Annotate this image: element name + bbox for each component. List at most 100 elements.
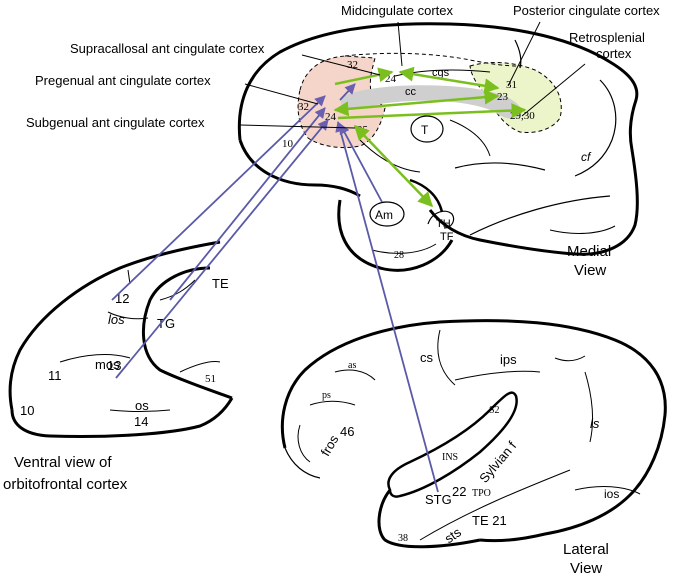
medial-sulcus-2 <box>514 39 522 69</box>
area-10-ventral-label: 10 <box>20 403 34 418</box>
lateral-view-title-2: View <box>570 560 602 576</box>
tg-line <box>159 279 196 301</box>
area-14-label: 14 <box>134 414 148 429</box>
los-label: los <box>108 312 125 327</box>
medial-sulcus-6 <box>549 225 616 234</box>
fros-label: fros <box>318 432 342 459</box>
blue-arrow-12-to-pregenual <box>111 95 326 301</box>
cs-label: cs <box>420 350 434 365</box>
midcingulate-title: Midcingulate cortex <box>341 3 453 18</box>
medial-sulcus-1 <box>454 162 546 171</box>
leader-midcingulate <box>397 21 403 67</box>
te21-label: TE 21 <box>472 513 507 528</box>
ventral-view-title-2: orbitofrontal cortex <box>3 476 128 493</box>
blue-arrow-amygdala-to-24 <box>339 123 383 203</box>
medial-temporal-inner <box>409 178 444 213</box>
blue-arrow-tg-to-subgenual <box>169 107 326 301</box>
ls-label: ls <box>590 416 600 431</box>
area-28-label: 28 <box>394 250 404 261</box>
ls-line <box>584 371 593 443</box>
tg-label: TG <box>157 316 175 331</box>
medial-temporal-lobe <box>337 199 454 272</box>
cf-label: cf <box>581 150 592 164</box>
sylvian-label: Sylvian f <box>476 438 519 486</box>
green-arrow-25-to-th <box>353 124 434 208</box>
as-line <box>334 369 376 381</box>
area-13-label: 13 <box>107 358 121 373</box>
medial-sulcus-4 <box>359 139 421 173</box>
sts-line <box>419 469 571 541</box>
sylvian-fissure <box>387 391 518 498</box>
connections <box>111 66 527 493</box>
green-arrow-subgenual-to-retrosplenial <box>337 103 527 120</box>
th-label: TH <box>436 218 451 230</box>
lateral-temporal <box>377 489 481 549</box>
area-31-label: 31 <box>506 79 517 91</box>
ventral-outline <box>8 240 221 411</box>
ventral-view: 12 los TG TE mos 13 11 51 os 14 10 <box>8 240 234 439</box>
area-32-top-label: 32 <box>347 59 358 71</box>
area-11-label: 11 <box>48 368 62 383</box>
amygdala-label: Am <box>375 208 393 222</box>
los-line <box>107 311 149 320</box>
area-24-center-label: 24 <box>385 73 397 85</box>
medial-brainstem <box>238 139 361 198</box>
green-arrow-cgs-to-23 <box>398 66 500 94</box>
lateral-sulcus-extra <box>554 355 586 362</box>
retrosplenial-title-2: cortex <box>596 46 632 61</box>
tf-label: TF <box>440 231 454 243</box>
ips-label: ips <box>500 352 517 367</box>
leader-posterior-cingulate <box>507 21 541 87</box>
ios-line <box>574 486 641 495</box>
retrosplenial-title-1: Retrosplenial <box>569 30 645 45</box>
area-32-left-label: 32 <box>298 101 309 113</box>
fros-line <box>297 424 311 463</box>
ventral-sulcus-b <box>127 269 131 285</box>
ios-label: ios <box>604 487 619 501</box>
posterior-cingulate-title: Posterior cingulate cortex <box>513 3 660 18</box>
th-tf-outline <box>427 210 455 229</box>
green-arrow-subgenual-to-23 <box>333 89 500 117</box>
medial-sulcus-3 <box>449 119 491 157</box>
s2-label: S2 <box>489 405 500 416</box>
leader-pregenual <box>244 83 319 105</box>
area-46-label: 46 <box>340 424 354 439</box>
medial-brain-outline <box>237 22 639 256</box>
ps-line <box>309 400 356 406</box>
lateral-outline <box>280 319 667 543</box>
blue-arrow-24-to-supracallosal <box>339 83 356 101</box>
green-arrow-24-to-posterior <box>334 67 394 86</box>
ins-label: INS <box>442 452 458 463</box>
cc-label: cc <box>405 86 417 98</box>
leader-retrosplenial <box>521 63 586 117</box>
os-label: os <box>135 398 149 413</box>
titles: Midcingulate cortex Posterior cingulate … <box>3 3 660 576</box>
lateral-view: as cs ips ps 46 fros S2 INS Sylvian f ls… <box>280 319 667 549</box>
te-ventral-label: TE <box>212 276 229 291</box>
area-10-medial-label: 10 <box>282 138 294 150</box>
medial-sulcus-5 <box>371 243 437 254</box>
blue-arrow-13-to-subgenual <box>115 119 329 379</box>
leader-supracallosal <box>301 54 381 76</box>
mos-line <box>59 354 131 363</box>
ventral-bottom <box>10 397 234 439</box>
ips-line <box>454 370 541 381</box>
cingulate-dashed-border <box>344 52 521 67</box>
lateral-view-title-1: Lateral <box>563 541 609 558</box>
ps-label: ps <box>322 390 331 401</box>
supracallosal-title: Supracallosal ant cingulate cortex <box>70 41 265 56</box>
leader-subgenual <box>239 124 356 129</box>
os-line <box>109 409 171 412</box>
calcarine-line <box>469 195 611 236</box>
callout-leaders <box>239 21 586 129</box>
area-51-label: 51 <box>205 373 216 385</box>
tpo-label: TPO <box>472 488 491 499</box>
medial-posterior-lobe <box>574 79 617 177</box>
area-12-label: 12 <box>115 291 129 306</box>
subgenual-title: Subgenual ant cingulate cortex <box>26 115 205 130</box>
cs-line <box>437 329 456 386</box>
area-22-label: 22 <box>452 484 466 499</box>
area-24-lower-label: 24 <box>325 111 337 123</box>
